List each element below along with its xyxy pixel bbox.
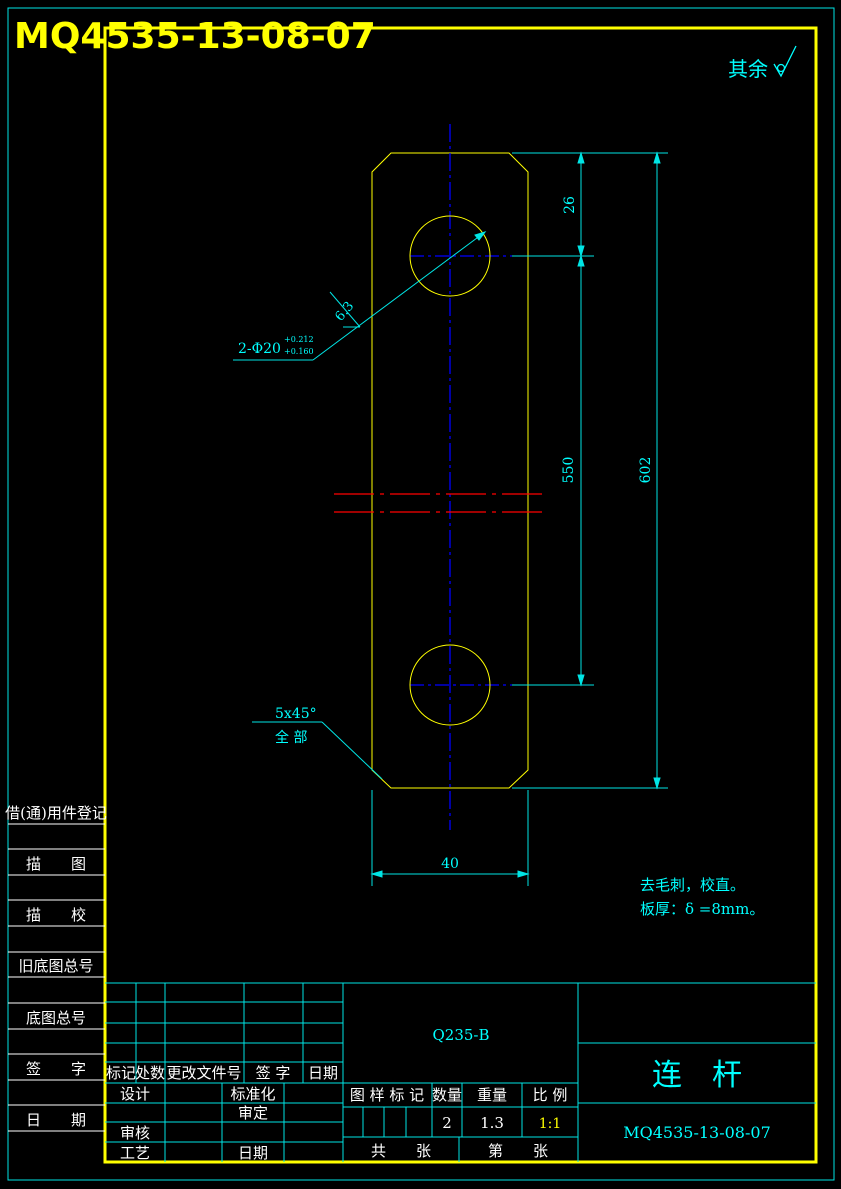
tb-standardize: 标准化: [230, 1085, 275, 1103]
tb-hdr-date: 日期: [308, 1064, 338, 1082]
strip-old-master-no: 旧底图总号: [18, 957, 93, 975]
tb-design: 设计: [120, 1085, 150, 1103]
note-thickness: 板厚：δ =8mm。: [640, 900, 764, 918]
tb-drawing-number: MQ4535-13-08-07: [623, 1123, 771, 1142]
strip-drawn-by: 描 图: [26, 855, 86, 873]
tb-hdr-change-doc: 更改文件号: [166, 1064, 241, 1082]
strip-traced-check: 描 校: [26, 906, 86, 924]
title-block-grid: [105, 982, 816, 1162]
strip-borrowed-parts: 借(通)用件登记: [5, 804, 107, 822]
strip-date: 日 期: [26, 1111, 86, 1129]
dim-width: 40: [441, 856, 459, 872]
inner-frame: [103, 26, 818, 1164]
tb-hdr-weight: 重量: [477, 1086, 507, 1104]
tb-hdr-mark: 标记: [106, 1064, 136, 1082]
tb-hdr-stage: 图 样 标 记: [350, 1086, 424, 1104]
chamfer-leader: [252, 721, 383, 780]
tb-hdr-count: 处数: [135, 1064, 165, 1082]
part-outline: [371, 152, 529, 789]
tb-hdr-signature: 签 字: [256, 1064, 291, 1082]
left-strip-lines: [8, 823, 105, 1132]
tb-sheets-total: 共 张: [371, 1142, 431, 1160]
tb-approve: 审定: [238, 1104, 268, 1122]
dim-total-length: 602: [638, 457, 654, 484]
tb-weight: 1.3: [480, 1114, 504, 1132]
dim-hole-spacing: 550: [561, 457, 577, 484]
hole-tol-lower: +0.160: [284, 347, 314, 356]
roughness-value: 6.3: [332, 299, 357, 324]
hole-top: [409, 215, 491, 297]
hole-callout: 2-Φ20: [238, 341, 281, 357]
tb-scale: 1:1: [539, 1116, 562, 1132]
tb-part-name: 连 杆: [652, 1058, 742, 1093]
tb-review: 审核: [120, 1124, 150, 1142]
tb-process: 工艺: [120, 1144, 150, 1162]
chamfer-value: 5x45°: [275, 706, 317, 722]
roughness-symbol-icon: [773, 45, 797, 78]
tb-hdr-scale: 比 例: [533, 1086, 568, 1104]
dim-hole-offset: 26: [562, 196, 578, 214]
extension-lines: [371, 152, 668, 886]
header-drawing-number: MQ4535-13-08-07: [14, 16, 376, 57]
hole-tol-upper: +0.212: [284, 335, 314, 344]
note-deburr: 去毛刺，校直。: [640, 876, 745, 894]
strip-signature: 签 字: [26, 1060, 86, 1078]
outer-border: [7, 7, 835, 1181]
chamfer-scope: 全 部: [275, 729, 307, 746]
tb-material: Q235-B: [432, 1026, 489, 1044]
roughness-note: 其余: [728, 57, 768, 81]
tb-qty: 2: [442, 1114, 452, 1132]
hole-leader: [233, 231, 487, 361]
strip-master-no: 底图总号: [26, 1009, 86, 1027]
tb-hdr-qty: 数量: [432, 1086, 462, 1104]
tb-sheet-no: 第 张: [488, 1142, 548, 1160]
tb-date: 日期: [238, 1144, 268, 1162]
dimension-lines: [370, 151, 661, 878]
hole-bottom: [409, 644, 491, 726]
